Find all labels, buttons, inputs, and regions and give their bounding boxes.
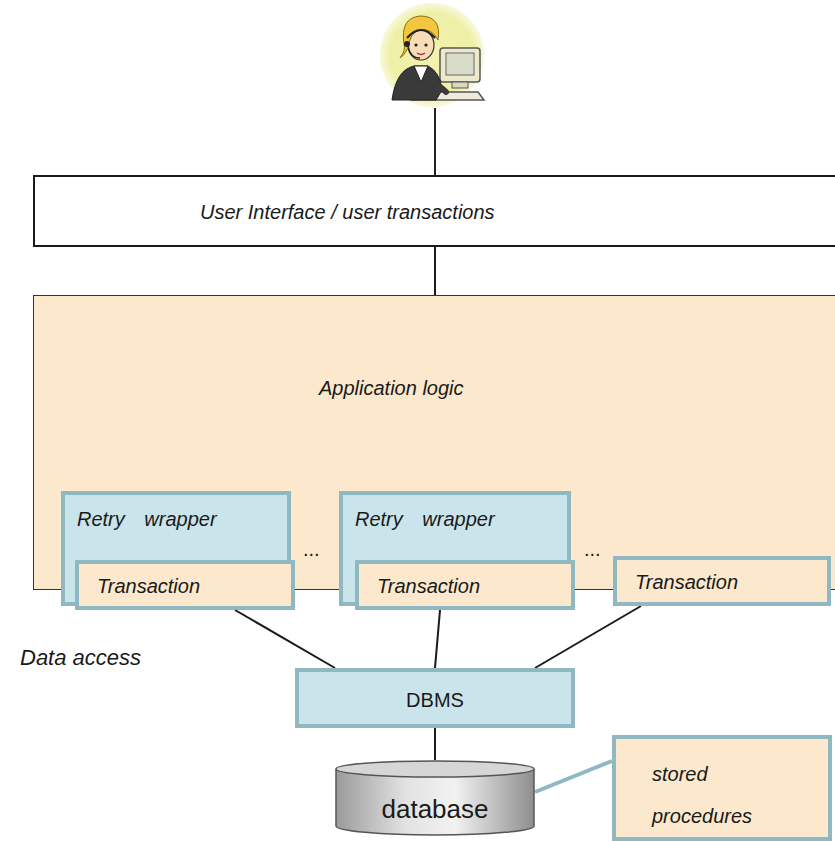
- dbms-box: DBMS: [295, 668, 575, 728]
- screen: [446, 53, 474, 75]
- node-text: stored procedures: [652, 753, 782, 837]
- transaction-box: Transaction: [355, 560, 575, 610]
- person-hair: [400, 16, 439, 58]
- stored-procedures-box: stored procedures: [612, 735, 832, 841]
- node-text: Retry wrapper: [77, 507, 287, 531]
- cylinder-body: [336, 769, 534, 835]
- halo-circle: [380, 3, 484, 107]
- node-text: database: [335, 794, 535, 825]
- person-face: [408, 30, 434, 60]
- eye: [414, 43, 417, 46]
- retry-wrapper-box: Retry wrapperTransaction: [61, 491, 291, 606]
- collar: [414, 66, 428, 82]
- connector-line: [434, 728, 436, 760]
- connector: [435, 247, 436, 295]
- connector: [435, 728, 436, 760]
- connector-line: [535, 761, 612, 792]
- application-box: Application logicRetry wrapperTransactio…: [33, 295, 835, 590]
- transaction-box: Transaction: [613, 556, 831, 606]
- connector-line: [235, 610, 335, 668]
- connector-line: [434, 247, 436, 295]
- database-cylinder: database: [335, 760, 535, 836]
- connector-line: [535, 606, 641, 668]
- connector: [535, 606, 641, 668]
- monitor-stand: [452, 82, 468, 88]
- node-text: Retry wrapper: [355, 507, 567, 531]
- transaction-box: Transaction: [75, 560, 295, 610]
- cylinder-top: [336, 761, 534, 777]
- connector-line: [435, 610, 440, 668]
- ellipsis: ...: [584, 538, 601, 561]
- mouth: [417, 53, 425, 55]
- eye: [424, 43, 427, 46]
- connector: [435, 610, 440, 668]
- connector: [535, 761, 612, 792]
- ui-layer-box: User Interface / user transactions: [33, 175, 835, 247]
- link-line: [434, 108, 436, 175]
- layer-label: Data access: [20, 645, 141, 671]
- node-text: Transaction: [97, 574, 291, 598]
- node-text: DBMS: [299, 688, 571, 712]
- retry-wrapper-box: Retry wrapperTransaction: [339, 491, 571, 606]
- node-text: User Interface / user transactions: [200, 200, 835, 224]
- ellipsis: ...: [303, 538, 320, 561]
- person-arm: [430, 80, 446, 92]
- headset-ear: [404, 41, 410, 47]
- node-text: Transaction: [635, 570, 827, 594]
- headset-mic: [408, 46, 420, 58]
- headset: [407, 30, 435, 38]
- node-text: Transaction: [377, 574, 571, 598]
- monitor: [440, 48, 480, 82]
- node-text: Application logic: [319, 376, 835, 400]
- connector: [235, 610, 335, 668]
